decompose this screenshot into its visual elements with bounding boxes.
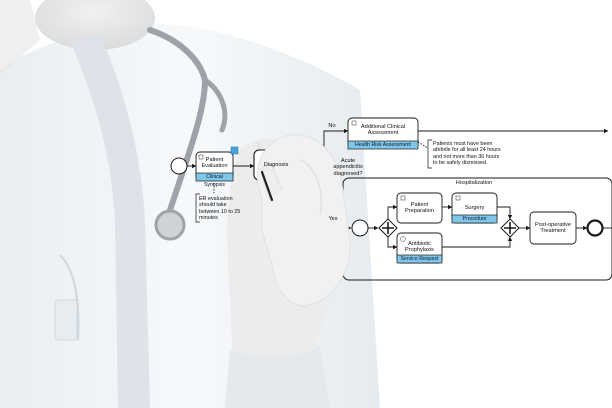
note-bracket: [195, 193, 200, 223]
flow-antibiotic-to-join: [442, 236, 513, 248]
additional-assessment-label: Additional Clinical Assessment: [360, 124, 406, 137]
flow-surgery-to-join: [497, 206, 513, 220]
procedure-tag: Procedure: [462, 216, 487, 222]
patient-preparation-label: Patient Preparation: [405, 202, 434, 215]
pen-icon: [260, 170, 274, 202]
antibiotic-prophylaxis-label: Antibiotic Prophylaxis: [405, 241, 434, 254]
gateway-question: Acute appendicitis diagnosed?: [333, 158, 363, 177]
branch-yes-label: Yes: [328, 216, 338, 222]
gloved-hand-illustration: [256, 134, 351, 307]
task-additional-assessment[interactable]: [347, 117, 419, 150]
note-bracket: [427, 139, 432, 169]
doctor-illustration: [0, 0, 380, 408]
parallel-gateway-split[interactable]: [378, 218, 398, 238]
user-task-icon: [351, 120, 357, 126]
hospitalization-label: Hospitalization: [455, 180, 493, 186]
branch-no-label: No: [328, 123, 336, 129]
user-task-icon: [198, 154, 204, 160]
clinical-synopsis-tag: Clinical Synopsis: [203, 174, 226, 188]
service-request-tag: Service Request: [400, 256, 439, 262]
user-task-icon: [455, 195, 461, 201]
end-event[interactable]: [586, 219, 604, 237]
parallel-gateway-join[interactable]: [500, 218, 520, 238]
afebrile-note: Patients must have been afebrile for all…: [433, 141, 501, 167]
health-risk-tag: Health Risk Assessment: [355, 142, 411, 148]
postop-treatment-label: Post-operative Treatment: [534, 222, 572, 235]
patient-evaluation-label: Patient Evaluation: [201, 157, 228, 170]
sub-start-event[interactable]: [351, 219, 369, 237]
user-task-icon: [400, 195, 406, 201]
surgery-label: Surgery: [464, 205, 485, 211]
diagnosis-label: Diagnosis: [263, 162, 289, 168]
flow-split-to-prep: [387, 204, 398, 220]
sla-icon[interactable]: [230, 146, 239, 155]
task-patient-preparation[interactable]: [396, 192, 443, 224]
service-task-icon: [400, 236, 406, 242]
flow-split-to-antibiotic: [387, 236, 398, 250]
task-postop-treatment[interactable]: [529, 211, 577, 245]
er-evaluation-note: ER evaluation should take between 10 to …: [199, 196, 241, 222]
task-patient-evaluation[interactable]: [195, 151, 234, 182]
start-event[interactable]: [170, 157, 188, 175]
task-surgery[interactable]: [451, 192, 498, 224]
task-antibiotic-prophylaxis[interactable]: [396, 232, 443, 264]
